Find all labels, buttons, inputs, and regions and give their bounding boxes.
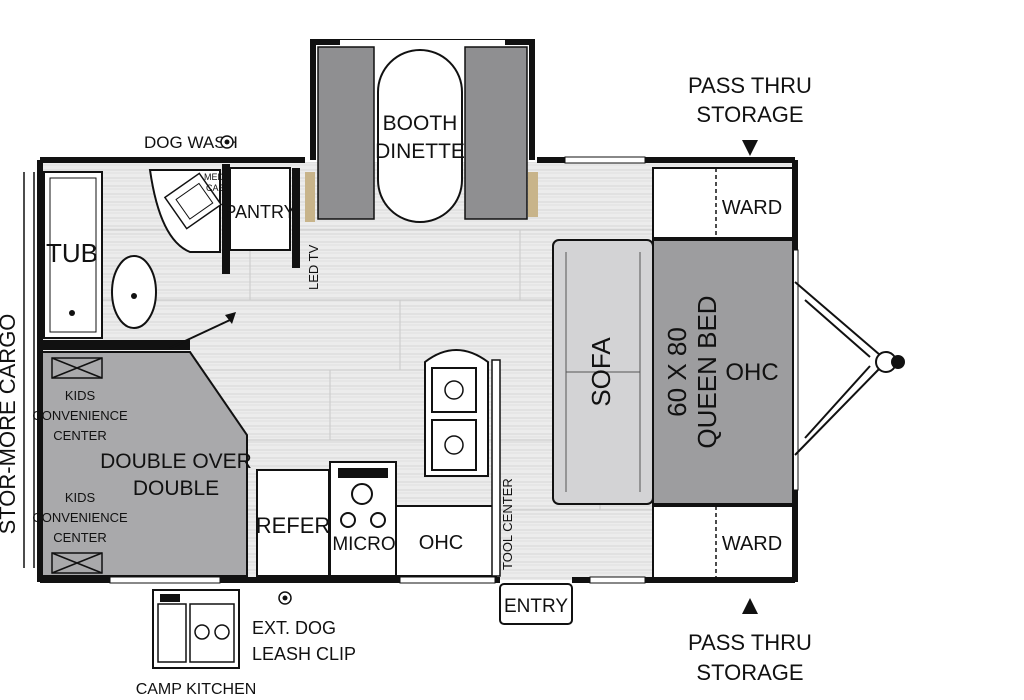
entry-label: ENTRY <box>504 596 568 617</box>
storage-top-label: STORAGE <box>696 102 803 127</box>
refer-label: REFER <box>256 513 331 538</box>
storage-bottom-label: STORAGE <box>696 660 803 685</box>
leash-clip-label: LEASH CLIP <box>252 644 356 664</box>
stor-more-cargo-label: STOR-MORE CARGO <box>0 314 20 535</box>
led-tv-label: LED TV <box>306 244 321 290</box>
ward-top-label: WARD <box>722 197 782 219</box>
queen-bed-label: QUEEN BED <box>692 295 722 448</box>
wardrobes: WARD WARD <box>652 167 794 579</box>
double-label: DOUBLE <box>133 477 219 500</box>
ohc-front-label: OHC <box>725 359 778 386</box>
arrow-down-icon <box>742 140 758 156</box>
kids-center-bottom-1: KIDS <box>65 490 96 505</box>
camp-kitchen-label: CAMP KITCHEN <box>136 681 257 698</box>
booth-label: BOOTH <box>383 112 458 135</box>
pass-thru-top-label: PASS THRU <box>688 73 812 98</box>
pass-thru-bottom-label: PASS THRU <box>688 630 812 655</box>
pantry: PANTRY LED TV <box>222 164 321 290</box>
window-bottom <box>589 576 646 584</box>
kids-center-bottom-3: CENTER <box>53 530 106 545</box>
arrow-up-icon <box>742 598 758 614</box>
hitch <box>794 281 905 456</box>
kids-center-bottom-2: CONVENIENCE <box>32 510 128 525</box>
dinette-label: DINETTE <box>375 140 465 163</box>
ohc-kitchen-label: OHC <box>419 532 463 554</box>
kids-center-top-2: CONVENIENCE <box>32 408 128 423</box>
camp-kitchen <box>152 589 240 669</box>
ext-dog-label: EXT. DOG <box>252 618 336 638</box>
tool-center-label: TOOL CENTER <box>500 478 515 570</box>
sofa-label: SOFA <box>586 337 616 407</box>
bunk: KIDS CONVENIENCE CENTER KIDS CONVENIENCE… <box>32 351 252 577</box>
tub-label: TUB <box>46 238 98 268</box>
window-kitchen <box>399 576 496 584</box>
kids-center-top-1: KIDS <box>65 388 96 403</box>
booth-dinette: BOOTH DINETTE <box>305 46 538 223</box>
dog-wash-label: DOG WASH <box>144 133 238 152</box>
med-label: MED <box>204 172 225 182</box>
double-over-label: DOUBLE OVER <box>100 450 252 473</box>
sofa-bed: SOFA 60 X 80 QUEEN BED OHC <box>552 239 794 505</box>
pantry-label: PANTRY <box>224 202 295 222</box>
bathroom: TUB MED CAB <box>40 169 236 350</box>
kitchen: REFER MICRO OHC TOOL CENTER <box>256 349 515 577</box>
entry-step <box>499 583 573 625</box>
ward-bottom-label: WARD <box>722 533 782 555</box>
window-top <box>564 156 646 164</box>
kids-center-top-3: CENTER <box>53 428 106 443</box>
toilet <box>111 255 157 329</box>
cab-label: CAB <box>206 183 225 193</box>
window-bunk <box>109 576 221 584</box>
dinette-window <box>340 40 505 45</box>
queen-bed-size-label: 60 X 80 <box>662 327 692 417</box>
micro-label: MICRO <box>332 534 395 555</box>
